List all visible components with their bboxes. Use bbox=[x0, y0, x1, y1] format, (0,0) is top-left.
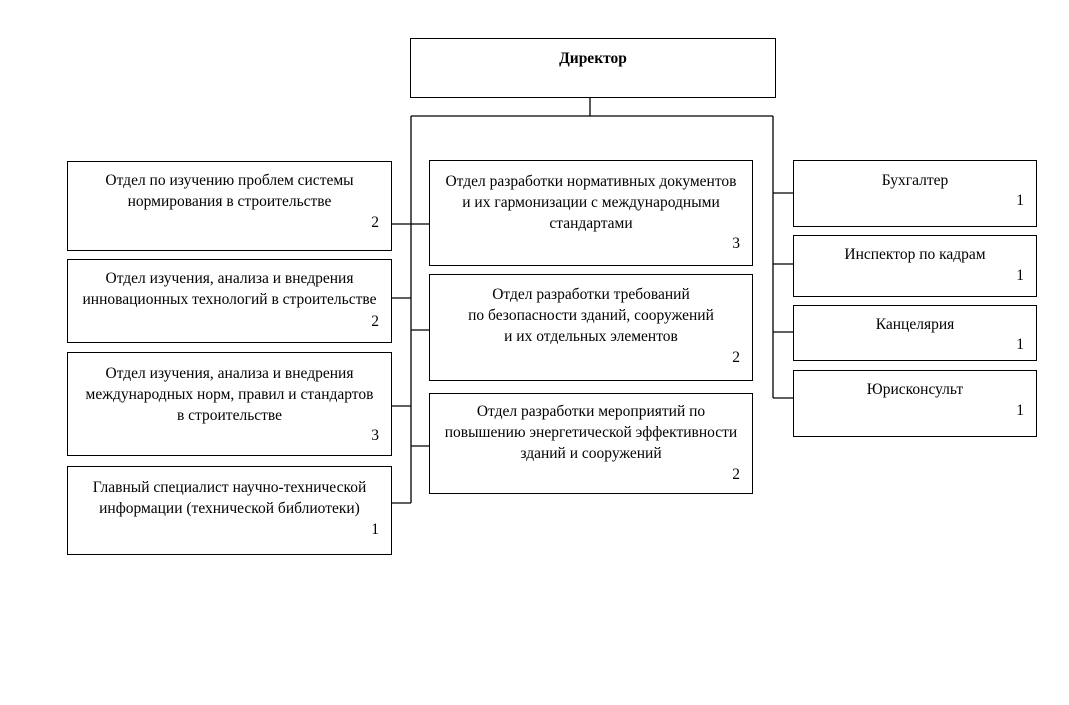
dept-title: Главный специалист научно-технической ин… bbox=[92, 479, 367, 517]
staff-count: 1 bbox=[1016, 402, 1024, 419]
dept-title: Отдел разработки нормативных документов … bbox=[445, 173, 737, 232]
staff-count: 1 bbox=[1016, 192, 1024, 209]
dept-normative-documents: Отдел разработки нормативных документов … bbox=[429, 160, 753, 266]
staff-count: 1 bbox=[1016, 267, 1024, 284]
dept-title: Отдел по изучению проблем системы нормир… bbox=[105, 172, 354, 210]
dept-standardization-problems: Отдел по изучению проблем системы нормир… bbox=[67, 161, 392, 251]
staff-count: 2 bbox=[732, 466, 740, 483]
accountant-box: Бухгалтер 1 bbox=[793, 160, 1037, 227]
dept-title: Инспектор по кадрам bbox=[844, 246, 986, 263]
legal-adviser-box: Юрисконсульт 1 bbox=[793, 370, 1037, 437]
staff-count: 3 bbox=[732, 235, 740, 252]
staff-count: 2 bbox=[371, 313, 379, 330]
dept-title: Канцелярия bbox=[875, 316, 955, 333]
chancellery-box: Канцелярия 1 bbox=[793, 305, 1037, 361]
staff-count: 3 bbox=[371, 427, 379, 444]
director-box: Директор bbox=[410, 38, 776, 98]
staff-count: 1 bbox=[371, 521, 379, 538]
dept-innovative-technologies: Отдел изучения, анализа и внедрения инно… bbox=[67, 259, 392, 343]
dept-title: Отдел разработки мероприятий по повышени… bbox=[444, 403, 738, 462]
chief-specialist-library: Главный специалист научно-технической ин… bbox=[67, 466, 392, 555]
dept-title: Юрисконсульт bbox=[866, 381, 964, 398]
staff-count: 2 bbox=[732, 349, 740, 366]
dept-building-safety: Отдел разработки требований по безопасно… bbox=[429, 274, 753, 381]
hr-inspector-box: Инспектор по кадрам 1 bbox=[793, 235, 1037, 297]
dept-energy-efficiency: Отдел разработки мероприятий по повышени… bbox=[429, 393, 753, 494]
dept-title: Отдел изучения, анализа и внедрения инно… bbox=[82, 270, 377, 308]
director-title: Директор bbox=[559, 50, 627, 67]
staff-count: 2 bbox=[371, 214, 379, 231]
staff-count: 1 bbox=[1016, 336, 1024, 353]
dept-international-norms: Отдел изучения, анализа и внедрения межд… bbox=[67, 352, 392, 456]
dept-title: Бухгалтер bbox=[881, 172, 949, 189]
dept-title: Отдел разработки требований по безопасно… bbox=[468, 286, 714, 345]
dept-title: Отдел изучения, анализа и внедрения межд… bbox=[85, 365, 374, 424]
